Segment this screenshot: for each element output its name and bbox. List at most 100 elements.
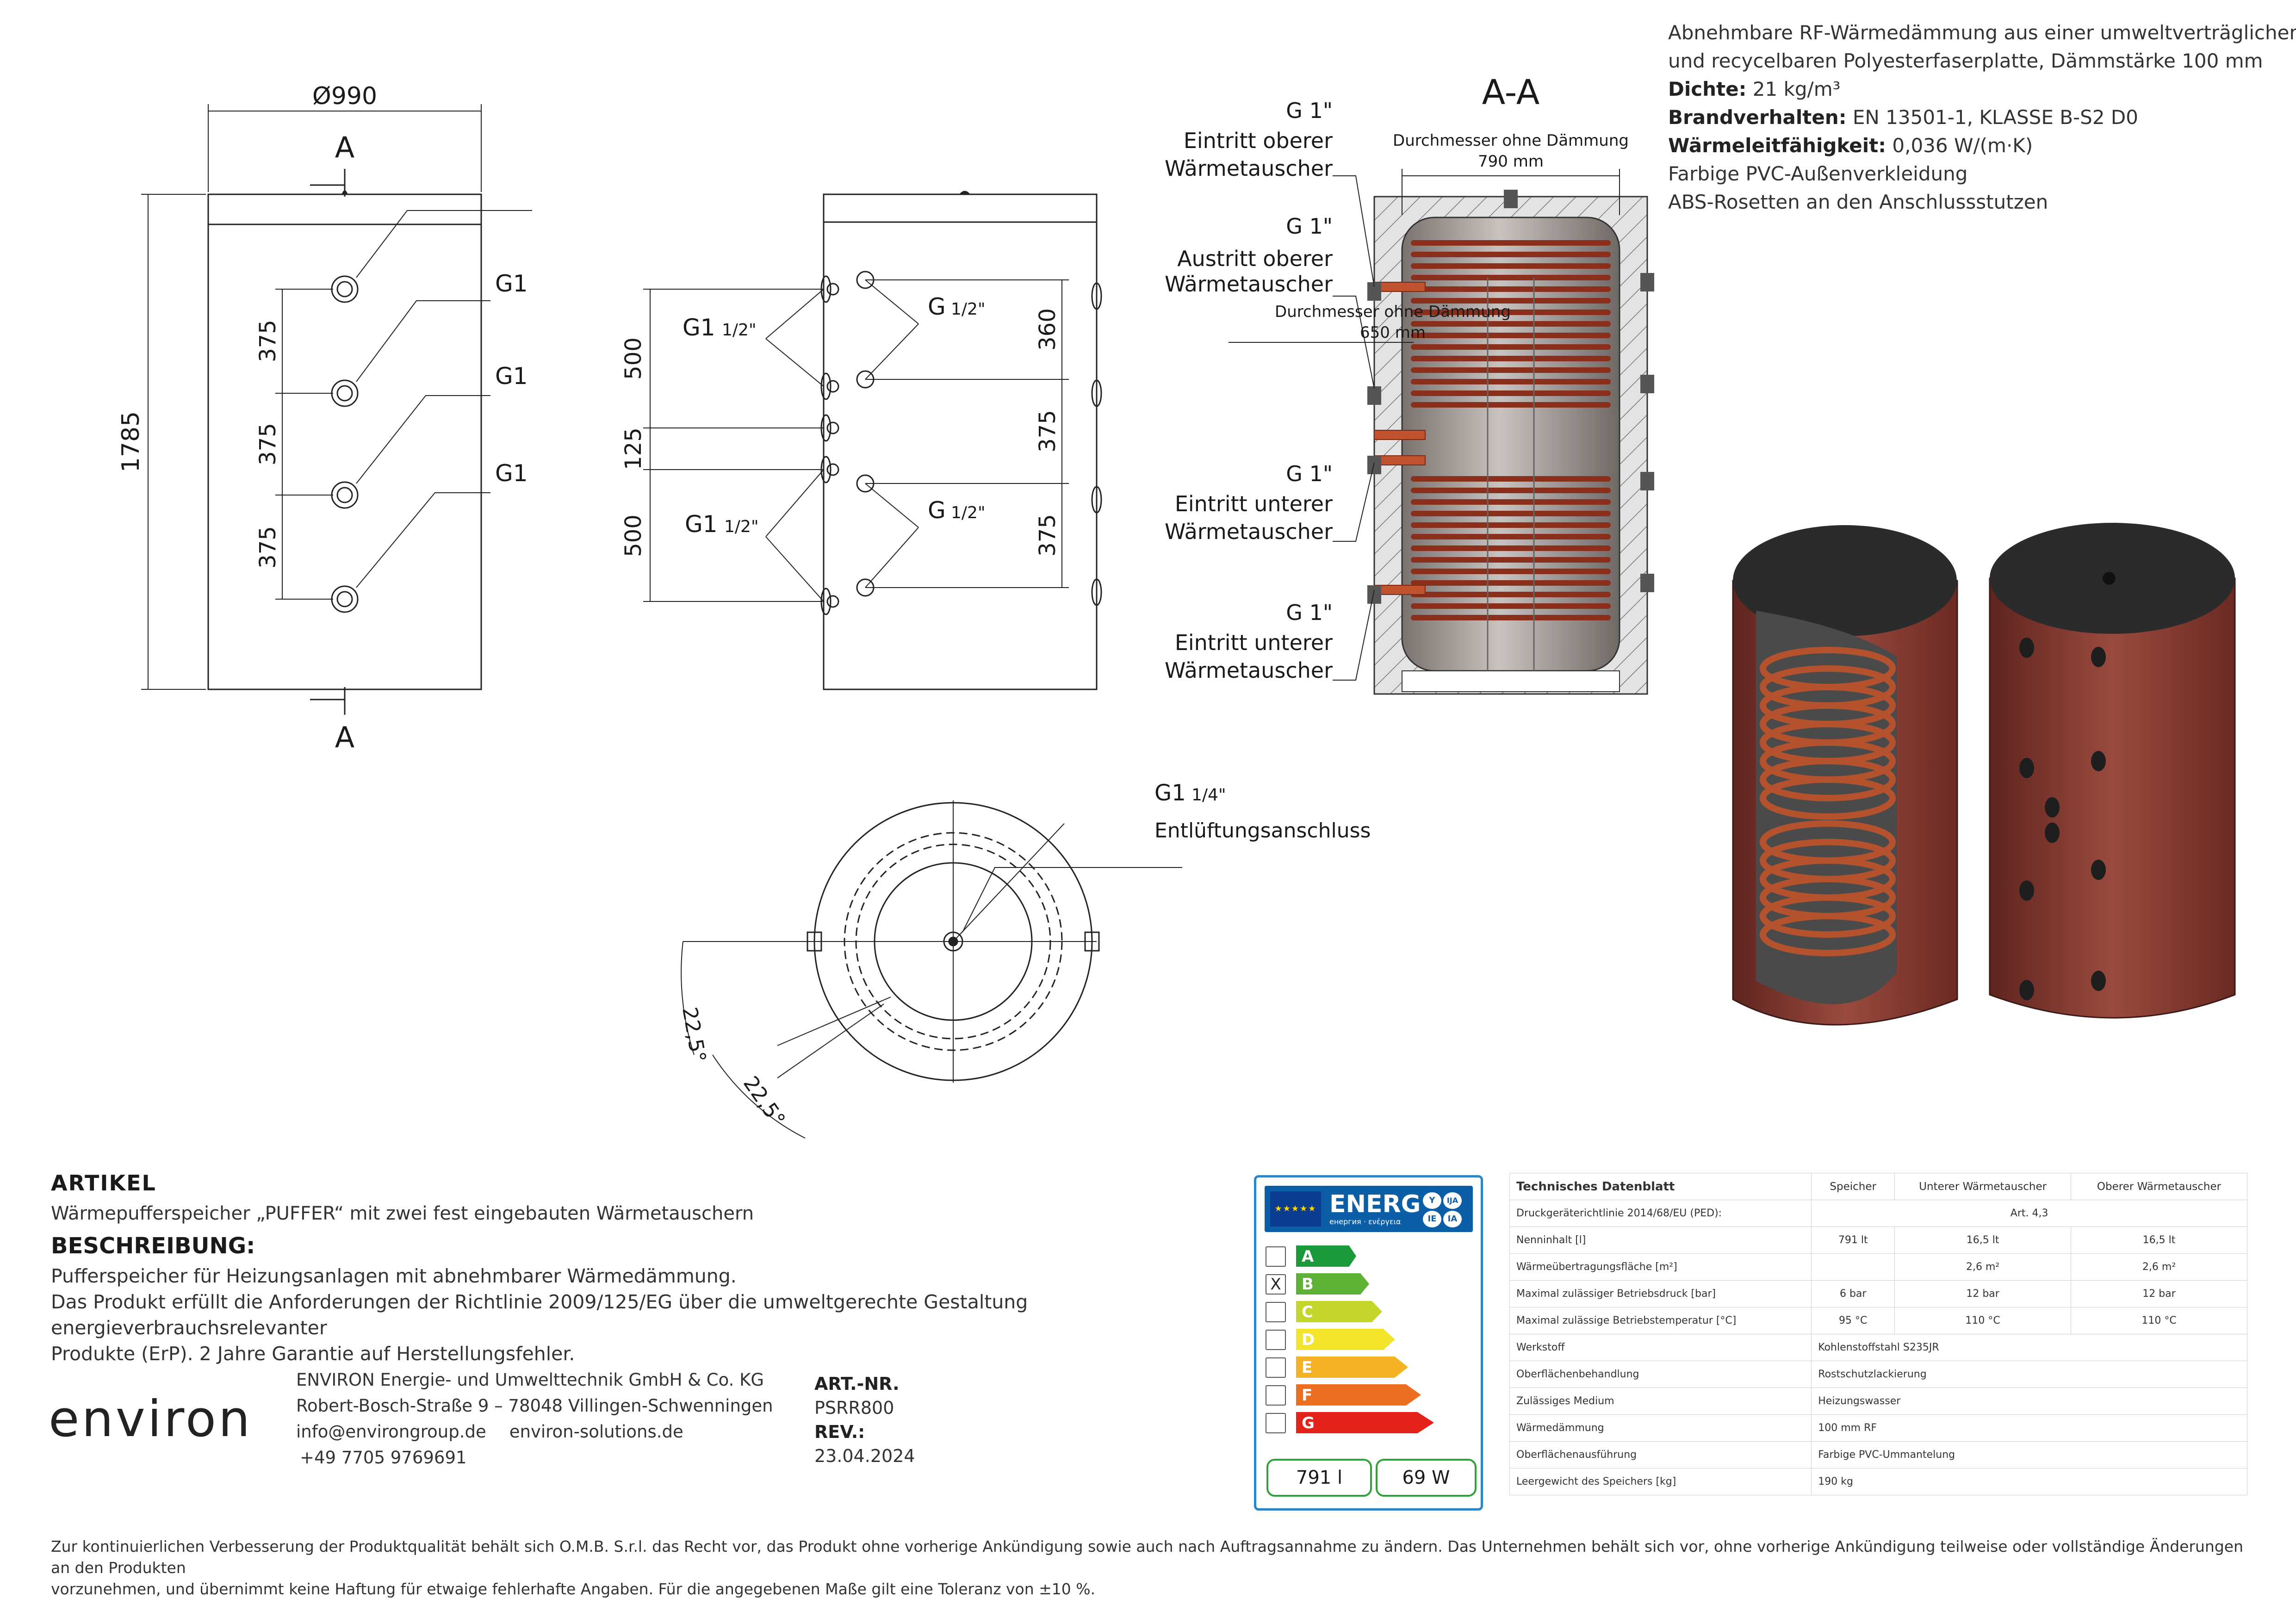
side-frac-3: 1/2" <box>951 300 986 319</box>
section-title: A-A <box>1482 73 1540 112</box>
fire-value: EN 13501-1, KLASSE B-S2 D0 <box>1846 106 2138 129</box>
energy-class-checkbox <box>1266 1302 1286 1322</box>
energy-class-checkbox <box>1266 1385 1286 1406</box>
sec-g1-a: G 1" <box>1286 98 1333 123</box>
tech-datasheet-table: Technisches Datenblatt Speicher Unterer … <box>1509 1173 2247 1495</box>
table-cell: 12 bar <box>1894 1280 2072 1307</box>
dim-375-a: 375 <box>255 320 281 362</box>
company-name: ENVIRON Energie- und Umwelttechnik GmbH … <box>296 1370 764 1390</box>
spec-conductivity: Wärmeleitfähigkeit: 0,036 W/(m·K) <box>1668 131 2279 160</box>
company-web[interactable]: environ-solutions.de <box>509 1422 683 1442</box>
energy-class-arrow: E <box>1296 1357 1408 1378</box>
table-cell: 16,5 lt <box>2071 1227 2247 1254</box>
table-cell: 6 bar <box>1811 1280 1895 1307</box>
front-view-drawing: Ø990 1785 A A 375 375 375 G1 1/2" G1 1/2… <box>117 82 532 754</box>
table-cell: Farbige PVC-Ummantelung <box>1811 1441 2247 1468</box>
dim-375-d: 375 <box>1035 410 1061 452</box>
dim-360: 360 <box>1035 308 1061 351</box>
table-cell: 16,5 lt <box>1894 1227 2072 1254</box>
energy-class-letter: B <box>1302 1275 1314 1294</box>
density-label: Dichte: <box>1668 78 1747 100</box>
table-cell: Rostschutzlackierung <box>1811 1361 2247 1388</box>
vent-frac: 1/4" <box>1191 786 1226 805</box>
sec-inlet-upper-1: Eintritt oberer <box>1184 128 1333 153</box>
energy-class-checkbox <box>1266 1246 1286 1267</box>
dim-375-b: 375 <box>255 423 281 465</box>
table-row: Druckgeräterichtlinie 2014/68/EU (PED):A… <box>1509 1200 2247 1227</box>
dia-without-insulation-top: Durchmesser ohne Dämmung <box>1393 131 1629 150</box>
vent-label: Entlüftungsanschluss <box>1154 819 1371 842</box>
product-render <box>1732 523 2236 1026</box>
table-cell: Heizungswasser <box>1811 1388 2247 1415</box>
sec-g1-b: G 1" <box>1286 214 1333 239</box>
legal-footer: Zur kontinuierlichen Verbesserung der Pr… <box>51 1536 2253 1600</box>
company-contact-row: info@environgroup.de environ-solutions.de <box>296 1419 773 1445</box>
article-heading: ARTIKEL <box>51 1171 156 1196</box>
energy-class-arrow: A <box>1296 1245 1356 1267</box>
sec-inlet-lower-1: Eintritt unterer <box>1175 491 1333 516</box>
energy-class-checkbox: X <box>1266 1274 1286 1295</box>
table-cell: Zulässiges Medium <box>1509 1388 1812 1415</box>
energy-class-arrow: B <box>1296 1273 1369 1295</box>
energy-class-letter: D <box>1302 1331 1315 1349</box>
thread-label-2: G1 <box>495 270 528 297</box>
dim-500-b: 500 <box>621 514 646 557</box>
table-row: Maximal zulässige Betriebstemperatur [°C… <box>1509 1307 2247 1334</box>
section-view-drawing: A-A Durchmesser ohne Dämmung 790 mm Durc… <box>1165 73 1654 695</box>
company-info: ENVIRON Energie- und Umwelttechnik GmbH … <box>296 1367 773 1471</box>
spec-density: Dichte: 21 kg/m³ <box>1668 75 2279 103</box>
sec-inlet-upper-2: Wärmetauscher <box>1165 156 1333 181</box>
dim-500-a: 500 <box>621 337 646 380</box>
th-title: Technisches Datenblatt <box>1509 1173 1812 1200</box>
company-email[interactable]: info@environgroup.de <box>296 1422 486 1442</box>
energy-class-letter: E <box>1302 1358 1313 1377</box>
energy-subtitle: енергия · ενέργεια <box>1329 1217 1401 1226</box>
table-cell: 100 mm RF <box>1811 1414 2247 1442</box>
lang-badge: IJA <box>1443 1192 1462 1209</box>
side-frac-2: 1/2" <box>724 517 759 536</box>
artnr-label: ART.-NR. <box>814 1374 900 1394</box>
vent-thread: G1 <box>1154 780 1186 806</box>
table-cell: 2,6 m² <box>2071 1253 2247 1281</box>
energy-class-row: D <box>1263 1328 1476 1351</box>
rev-value: 23.04.2024 <box>814 1446 915 1466</box>
description-line-3: Produkte (ErP). 2 Jahre Garantie auf Her… <box>51 1343 575 1365</box>
energy-class-row: F <box>1263 1383 1476 1406</box>
angle-label-2: 22,5° <box>738 1072 790 1131</box>
energy-class-row: E <box>1263 1356 1476 1379</box>
energy-class-checkbox <box>1266 1413 1286 1433</box>
th-lower: Unterer Wärmetauscher <box>1894 1173 2072 1200</box>
sec-inlet-lower-2: Wärmetauscher <box>1165 519 1333 544</box>
eu-flag-icon: ★★★★★ <box>1270 1191 1321 1227</box>
description-text: Pufferspeicher für Heizungsanlagen mit a… <box>51 1263 1235 1367</box>
energy-class-row: A <box>1263 1245 1476 1268</box>
lang-badge: IE <box>1423 1211 1441 1227</box>
energy-class-checkbox <box>1266 1330 1286 1350</box>
article-text: Wärmepufferspeicher „PUFFER“ mit zwei fe… <box>51 1203 754 1224</box>
height-label: 1785 <box>117 411 145 472</box>
spec-line-7: ABS-Rosetten an den Anschlussstutzen <box>1668 191 2048 213</box>
description-heading: BESCHREIBUNG: <box>51 1233 255 1259</box>
sec-inlet-lower-3: Eintritt unterer <box>1175 630 1333 655</box>
angle-label-1: 22,5° <box>677 1005 710 1064</box>
energy-class-row: C <box>1263 1300 1476 1323</box>
table-cell: 791 lt <box>1811 1227 1895 1254</box>
section-mark-top: A <box>335 130 354 164</box>
energy-class-arrow: D <box>1296 1329 1395 1350</box>
dia-650: 650 mm <box>1360 323 1426 342</box>
energy-volume: 791 l <box>1266 1459 1372 1497</box>
dia-790: 790 mm <box>1478 152 1544 171</box>
energy-class-letter: C <box>1302 1303 1313 1321</box>
description-line-1: Pufferspeicher für Heizungsanlagen mit a… <box>51 1265 737 1287</box>
conductivity-value: 0,036 W/(m·K) <box>1886 134 2033 157</box>
th-upper: Oberer Wärmetauscher <box>2071 1173 2247 1200</box>
energy-class-row: G <box>1263 1411 1476 1434</box>
